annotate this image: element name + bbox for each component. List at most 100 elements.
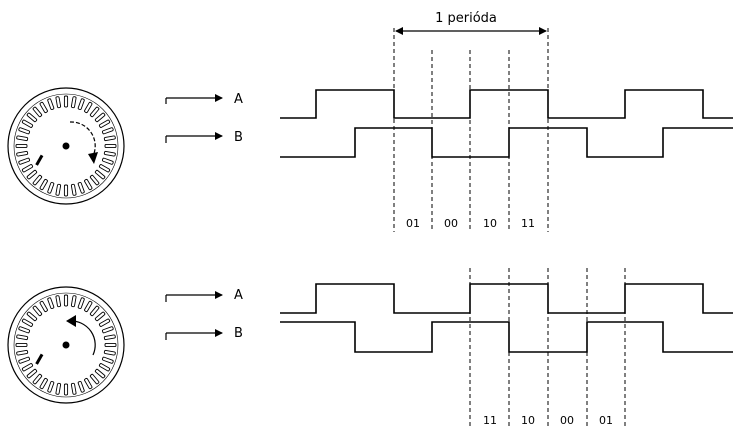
disk-slot: [84, 178, 93, 191]
disk-slot: [101, 326, 114, 334]
disk-slot: [55, 382, 62, 395]
disk-slot: [18, 127, 31, 135]
disk-slot: [26, 311, 38, 322]
encoder-disk-counter-clockwise: [7, 286, 125, 404]
encoder-disk-clockwise: [7, 87, 125, 205]
disk-slot: [21, 318, 34, 327]
disk-slot: [63, 95, 69, 108]
disk-slot: [47, 181, 55, 194]
disk-hub: [62, 142, 70, 150]
code-top-3: 10: [483, 217, 497, 230]
disk-slot: [103, 334, 116, 341]
disk-slots: [15, 95, 117, 197]
disk-slot: [18, 326, 31, 334]
disk-slots: [15, 294, 117, 396]
disk-slot: [16, 150, 29, 157]
disk-slot: [47, 297, 55, 310]
channel-a-arrow-bottom: A: [165, 288, 243, 303]
disk-slot: [55, 96, 62, 109]
disk-slot: [63, 184, 69, 197]
disk-slot: [21, 119, 34, 128]
index-mark: [35, 353, 44, 365]
disk-slot: [26, 112, 38, 123]
disk-slot: [94, 169, 106, 180]
disk-slot: [18, 157, 31, 165]
disk-slot: [101, 356, 114, 364]
disk-slot: [101, 157, 114, 165]
channel-b-arrow-top: B: [165, 130, 243, 145]
disk-slot: [98, 363, 111, 372]
channel-b-arrow-bottom: B: [165, 326, 243, 341]
disk-slot: [15, 143, 28, 149]
disk-slot: [77, 297, 85, 310]
disk-slot: [55, 295, 62, 308]
disk-slot: [103, 135, 116, 142]
disk-slot: [21, 363, 34, 372]
disk-slot: [94, 311, 106, 322]
disk-slot: [39, 300, 48, 313]
disk-slot: [70, 183, 77, 196]
disk-slot: [63, 383, 69, 396]
disk-slot: [32, 373, 43, 385]
disk-slot: [94, 368, 106, 379]
rotation-arrow-head: [88, 152, 98, 164]
disk-slot: [39, 101, 48, 114]
disk-slot: [89, 373, 100, 385]
disk-slot: [84, 101, 93, 114]
disk-slot: [15, 342, 28, 348]
signal-a-bottom: [280, 283, 733, 314]
disk-slot: [39, 178, 48, 191]
channel-a-arrow-top: A: [165, 92, 243, 107]
channel-a-label-top: A: [234, 92, 243, 107]
disk-slot: [39, 377, 48, 390]
channel-b-label-top: B: [234, 130, 243, 145]
disk-slot: [16, 334, 29, 341]
disk-slot: [103, 349, 116, 356]
disk-slot: [101, 127, 114, 135]
guides-top: [393, 28, 549, 232]
disk-slot: [98, 318, 111, 327]
disk-slot: [18, 356, 31, 364]
disk-slot: [16, 135, 29, 142]
disk-slot: [104, 342, 117, 348]
disk-slot: [32, 305, 43, 317]
rotation-arrow-clockwise: [69, 121, 96, 157]
code-top-4: 11: [521, 217, 535, 230]
disk-slot: [89, 174, 100, 186]
disk-slot: [84, 377, 93, 390]
signal-b-top: [280, 127, 733, 158]
disk-slot: [16, 349, 29, 356]
disk-slot: [104, 143, 117, 149]
disk-slot: [26, 169, 38, 180]
guides-bottom: [469, 268, 626, 428]
period-label: 1 perióda: [435, 11, 497, 26]
disk-slot: [32, 106, 43, 118]
disk-slot: [77, 380, 85, 393]
disk-slot: [98, 164, 111, 173]
disk-slot: [70, 382, 77, 395]
codes-top: 01 00 10 11: [406, 217, 535, 230]
disk-slot: [103, 150, 116, 157]
disk-slot: [55, 183, 62, 196]
disk-slot: [77, 181, 85, 194]
rotation-arrow-head: [66, 315, 76, 327]
disk-slot: [47, 380, 55, 393]
disk-slot: [70, 96, 77, 109]
signal-b-bottom: [280, 321, 733, 353]
disk-slot: [63, 294, 69, 307]
disk-slot: [94, 112, 106, 123]
disk-slot: [70, 295, 77, 308]
disk-slot: [77, 98, 85, 111]
code-top-2: 00: [444, 217, 458, 230]
code-bottom-4: 01: [599, 414, 613, 427]
code-bottom-1: 11: [483, 414, 497, 427]
disk-slot: [89, 305, 100, 317]
channel-a-label-bottom: A: [234, 288, 243, 303]
code-bottom-2: 10: [521, 414, 535, 427]
codes-bottom: 11 10 00 01: [483, 414, 613, 427]
disk-hub: [62, 341, 70, 349]
disk-slot: [32, 174, 43, 186]
disk-slot: [98, 119, 111, 128]
period-indicator: 1 perióda: [395, 11, 547, 35]
